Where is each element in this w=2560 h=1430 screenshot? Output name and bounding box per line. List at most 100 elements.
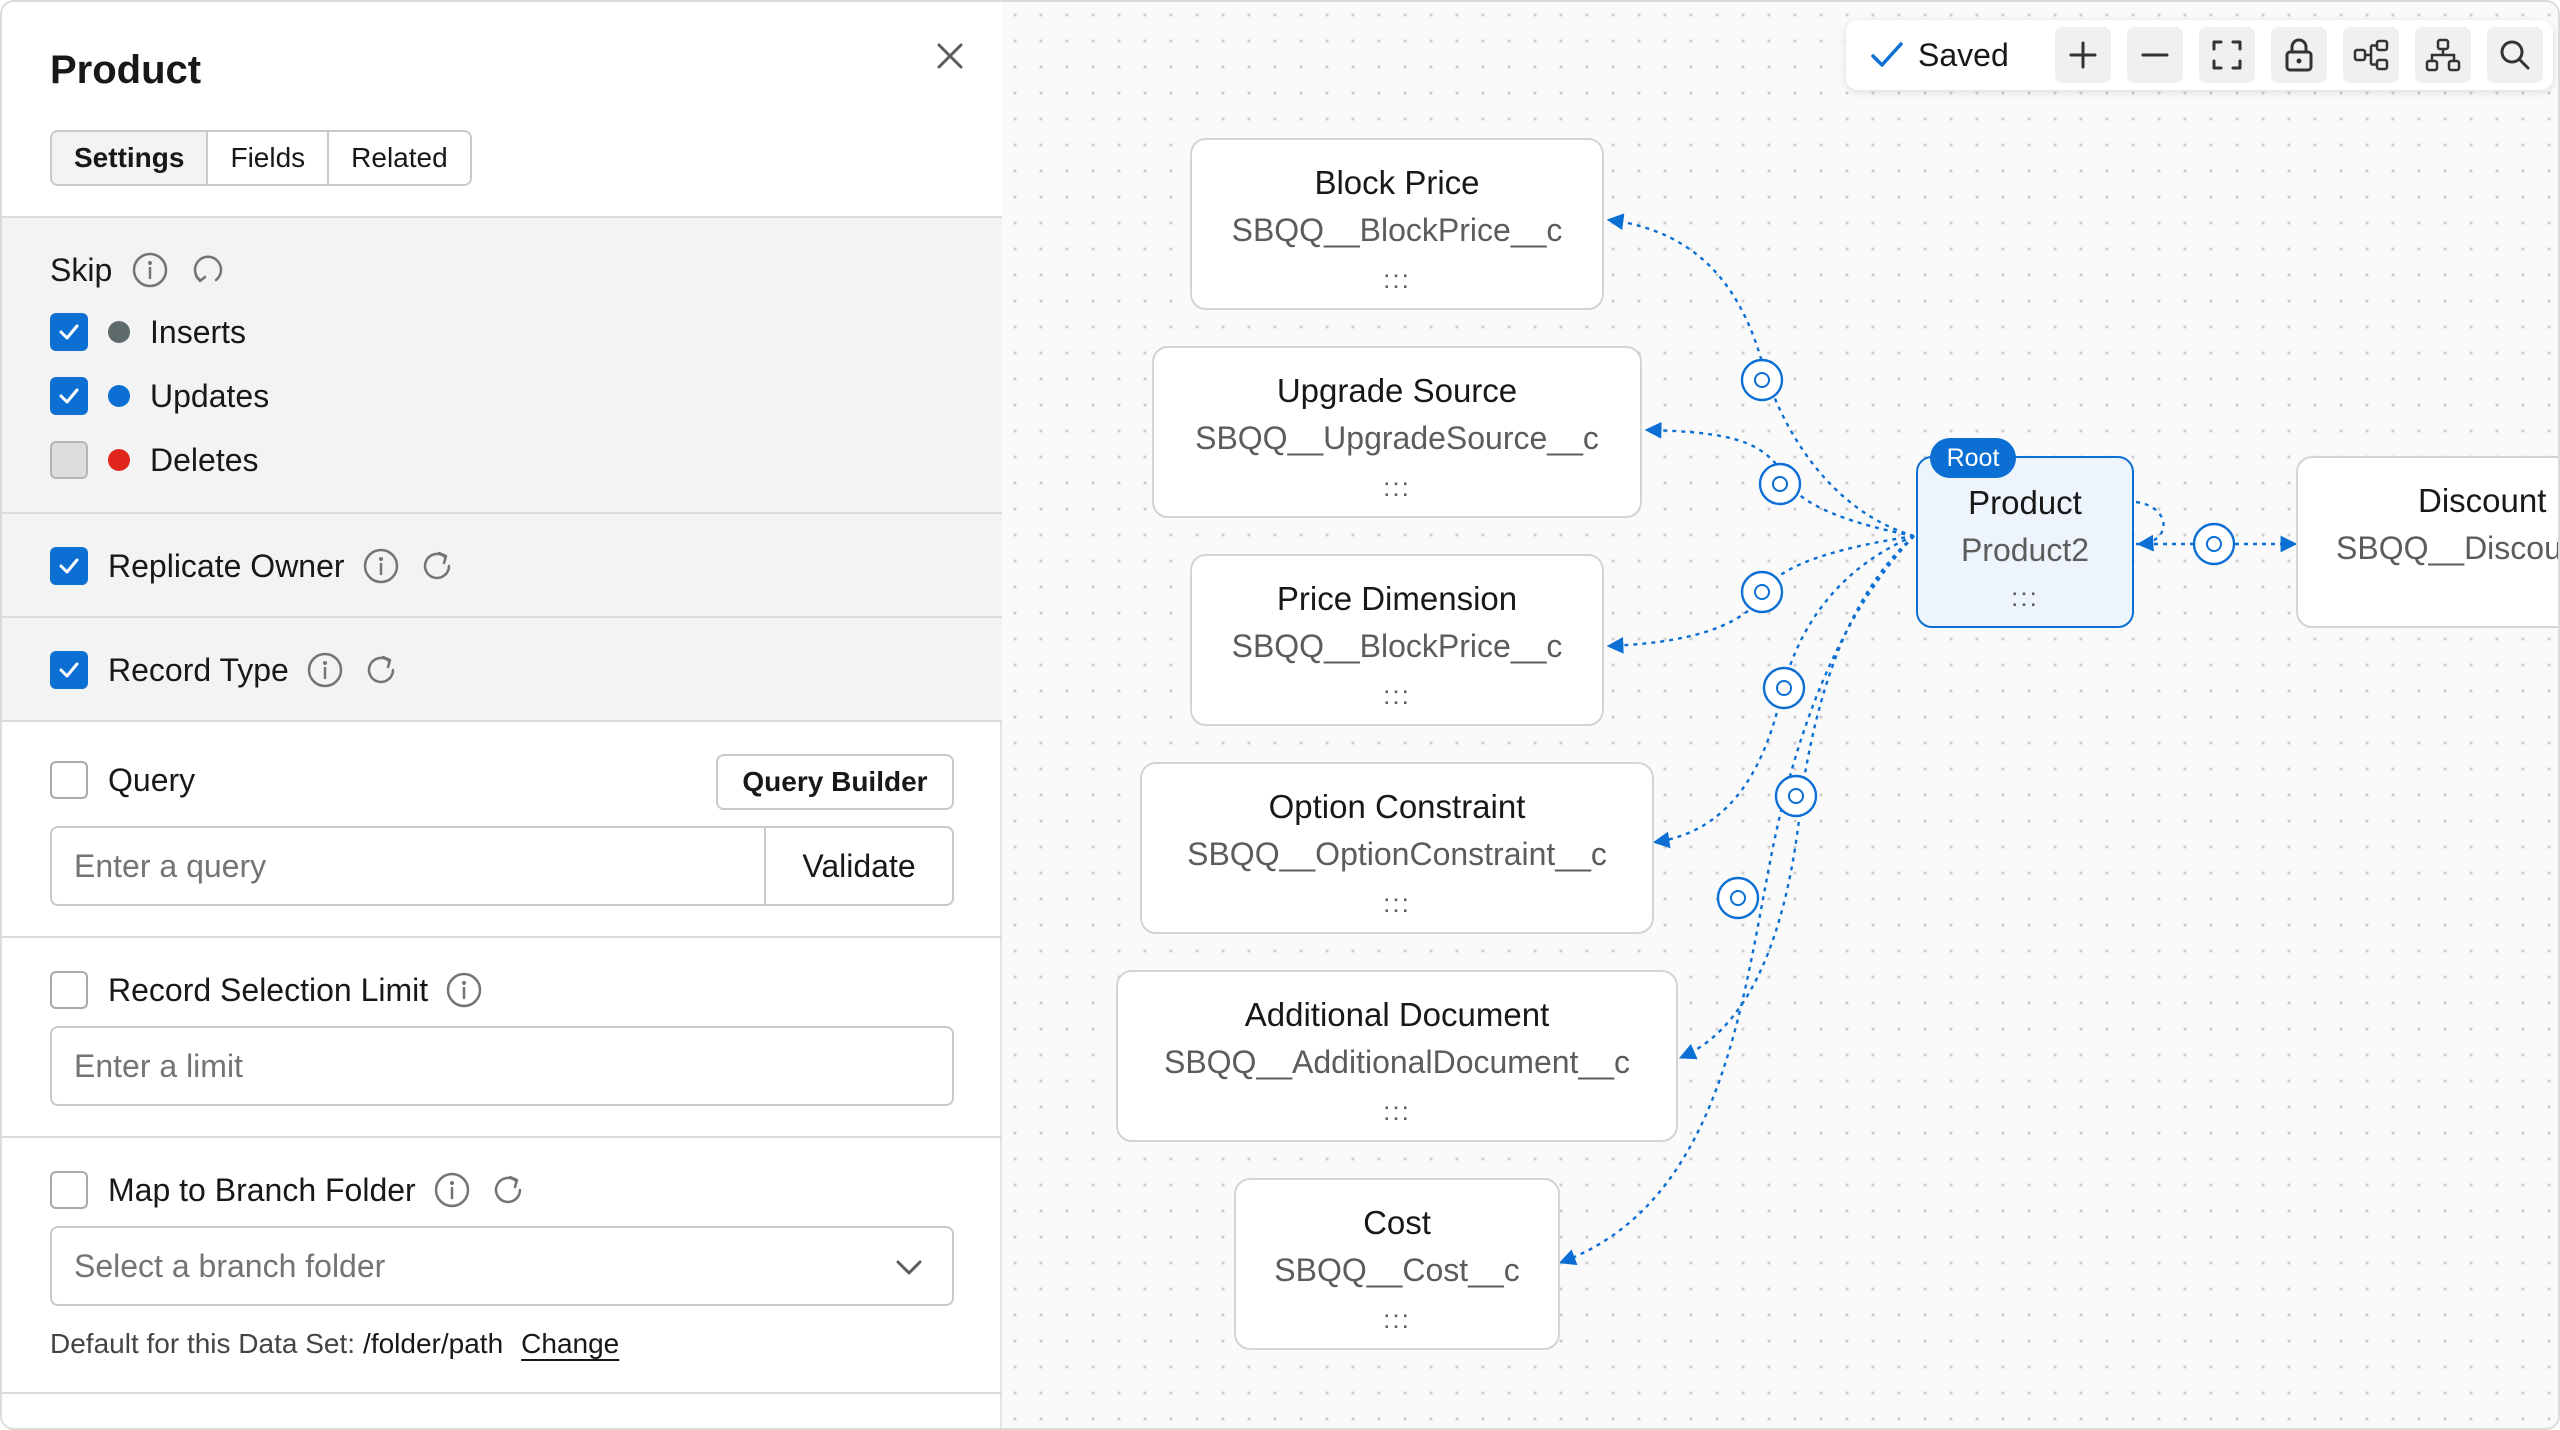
node-title: Discount: [2418, 482, 2547, 519]
node-api-name: SBQQ__Discou: [2336, 530, 2560, 566]
node-title: Product: [1968, 484, 2082, 521]
lock-button[interactable]: [2270, 27, 2327, 83]
fit-view-icon: [2212, 40, 2242, 70]
drag-handle-icon[interactable]: :::: [1383, 1096, 1411, 1126]
validate-button[interactable]: Validate: [764, 826, 954, 906]
tab-fields[interactable]: Fields: [208, 132, 330, 184]
replicate-owner-refresh-icon[interactable]: [417, 546, 457, 586]
record-selection-limit-section: Record Selection Limit Enter a limit: [2, 938, 1002, 1138]
node-title: Additional Document: [1244, 996, 1550, 1033]
map-to-branch-folder-label: Map to Branch Folder: [108, 1171, 416, 1208]
drag-handle-icon[interactable]: :::: [2011, 582, 2039, 612]
skip-inserts-checkbox[interactable]: [50, 313, 88, 351]
inserts-status-dot: [108, 321, 130, 343]
node-api-name: SBQQ__Cost__c: [1274, 1252, 1520, 1288]
node-discount[interactable]: Discount SBQQ__Discou: [2296, 456, 2560, 628]
default-folder-text: Default for this Data Set:: [50, 1328, 356, 1359]
plus-icon: [2069, 41, 2097, 69]
record-selection-limit-info-icon[interactable]: [444, 970, 484, 1010]
node-option-constraint[interactable]: Option Constraint SBQQ__OptionConstraint…: [1140, 762, 1654, 934]
node-root-product[interactable]: Product Product2 :::: [1916, 456, 2134, 628]
saved-label: Saved: [1918, 36, 2009, 73]
skip-info-icon[interactable]: [130, 250, 170, 290]
node-api-name: SBQQ__BlockPrice__c: [1231, 628, 1563, 664]
skip-deletes-checkbox[interactable]: [50, 441, 88, 479]
default-folder-note: Default for this Data Set: /folder/path …: [50, 1328, 619, 1360]
node-title: Price Dimension: [1276, 580, 1518, 617]
change-folder-link[interactable]: Change: [521, 1328, 620, 1359]
record-selection-limit-checkbox[interactable]: [50, 971, 88, 1009]
drag-handle-icon[interactable]: :::: [1383, 680, 1411, 710]
node-price-dimension[interactable]: Price Dimension SBQQ__BlockPrice__c :::: [1190, 554, 1604, 726]
node-cost[interactable]: Cost SBQQ__Cost__c :::: [1234, 1178, 1560, 1350]
record-limit-placeholder: Enter a limit: [74, 1047, 243, 1084]
drag-handle-icon[interactable]: :::: [1383, 472, 1411, 502]
deletes-status-dot: [108, 449, 130, 471]
map-to-branch-folder-info-icon[interactable]: [432, 1170, 472, 1210]
node-title: Cost: [1363, 1204, 1431, 1241]
node-block-price[interactable]: Block Price SBQQ__BlockPrice__c :::: [1190, 138, 1604, 310]
panel-tabs: Settings Fields Related: [50, 130, 472, 186]
skip-inserts-option: Inserts: [50, 312, 246, 352]
saved-status: Saved: [1870, 37, 2009, 74]
record-limit-input[interactable]: Enter a limit: [50, 1026, 954, 1106]
skip-updates-label: Updates: [150, 377, 270, 414]
drag-handle-icon[interactable]: :::: [1383, 888, 1411, 918]
query-checkbox[interactable]: [50, 761, 88, 799]
canvas-toolbar: Saved: [1846, 20, 2553, 90]
zoom-out-button[interactable]: [2126, 27, 2183, 83]
skip-reset-icon[interactable]: [188, 250, 228, 290]
chevron-down-icon: [896, 1260, 922, 1275]
replicate-owner-checkbox[interactable]: [50, 547, 88, 585]
record-type-refresh-icon[interactable]: [361, 650, 401, 690]
query-input-placeholder: Enter a query: [74, 847, 267, 884]
map-to-branch-folder-refresh-icon[interactable]: [488, 1170, 528, 1210]
skip-deletes-option: Deletes: [50, 440, 259, 480]
node-api-name: Product2: [1960, 532, 2090, 568]
drag-handle-icon[interactable]: :::: [1383, 264, 1411, 294]
horizontal-layout-button[interactable]: [2342, 27, 2399, 83]
branch-folder-select-value: Select a branch folder: [74, 1247, 386, 1284]
skip-inserts-label: Inserts: [150, 313, 247, 350]
node-upgrade-source[interactable]: Upgrade Source SBQQ__UpgradeSource__c ::…: [1152, 346, 1642, 518]
branch-folder-select[interactable]: Select a branch folder: [50, 1226, 954, 1306]
query-section: Query Query Builder Enter a query Valida…: [2, 722, 1002, 938]
minus-icon: [2141, 53, 2169, 57]
replicate-owner-info-icon[interactable]: [361, 546, 401, 586]
horizontal-layout-icon: [2353, 39, 2388, 71]
record-type-label: Record Type: [108, 651, 289, 688]
zoom-in-button[interactable]: [2054, 27, 2111, 83]
record-type-info-icon[interactable]: [305, 650, 345, 690]
query-builder-button[interactable]: Query Builder: [716, 754, 954, 810]
tree-layout-button[interactable]: [2414, 27, 2471, 83]
tab-settings[interactable]: Settings: [52, 132, 209, 184]
record-type-checkbox[interactable]: [50, 651, 88, 689]
tree-layout-icon: [2425, 38, 2460, 72]
panel-title: Product: [50, 48, 202, 92]
lock-icon: [2285, 38, 2313, 72]
node-api-name: SBQQ__BlockPrice__c: [1231, 212, 1563, 248]
skip-updates-checkbox[interactable]: [50, 377, 88, 415]
root-badge: Root: [1930, 438, 2016, 478]
node-additional-document[interactable]: Additional Document SBQQ__AdditionalDocu…: [1116, 970, 1678, 1142]
map-to-branch-folder-checkbox[interactable]: [50, 1171, 88, 1209]
drag-handle-icon[interactable]: :::: [1383, 1304, 1411, 1334]
query-label: Query: [108, 761, 196, 798]
updates-status-dot: [108, 385, 130, 407]
tab-related[interactable]: Related: [329, 132, 470, 184]
node-title: Upgrade Source: [1276, 372, 1518, 409]
default-folder-path: /folder/path: [363, 1328, 504, 1359]
checkmark-icon: [1871, 42, 1903, 67]
node-api-name: SBQQ__UpgradeSource__c: [1195, 420, 1599, 456]
fit-view-button[interactable]: [2198, 27, 2255, 83]
node-title: Block Price: [1314, 164, 1480, 201]
node-api-name: SBQQ__AdditionalDocument__c: [1163, 1044, 1631, 1080]
search-icon: [2500, 40, 2530, 70]
search-button[interactable]: [2486, 27, 2543, 83]
replicate-owner-label: Replicate Owner: [108, 547, 345, 584]
skip-updates-option: Updates: [50, 376, 269, 416]
close-button[interactable]: [926, 32, 974, 80]
record-selection-limit-label: Record Selection Limit: [108, 971, 429, 1008]
map-to-branch-folder-section: Map to Branch Folder Select a branch fol…: [2, 1138, 1002, 1394]
